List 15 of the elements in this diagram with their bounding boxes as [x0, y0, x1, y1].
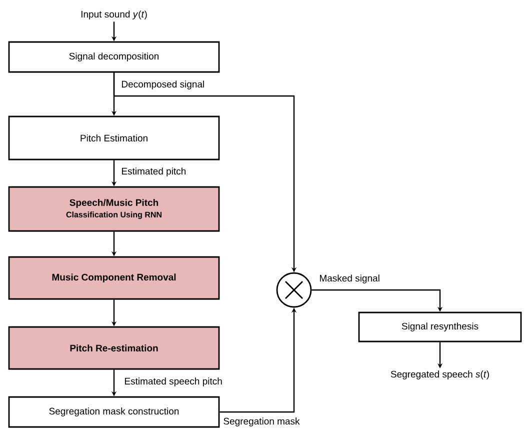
- edge-label: Decomposed signal: [120, 80, 206, 90]
- text-label: Input sound y(t): [81, 10, 147, 20]
- process-box: Speech/Music Pitch Classification Using RNN: [8, 186, 220, 232]
- edge-label: Estimated pitch: [120, 166, 188, 178]
- process-box: Segregation mask construction: [8, 396, 220, 428]
- process-box: Music Component Removal: [8, 256, 220, 300]
- process-box: Signal decomposition: [8, 41, 220, 73]
- edge-label: Segregation mask: [222, 416, 301, 428]
- process-box: Signal resynthesis: [358, 312, 522, 342]
- text-label: Segregated speech s(t): [390, 370, 489, 380]
- edge-label: Estimated speech pitch: [123, 376, 224, 388]
- edge-label: Masked signal: [318, 274, 381, 284]
- process-box: Pitch Estimation: [8, 116, 220, 160]
- process-box: Pitch Re-estimation: [8, 326, 220, 370]
- multiplier-circle: [276, 272, 312, 308]
